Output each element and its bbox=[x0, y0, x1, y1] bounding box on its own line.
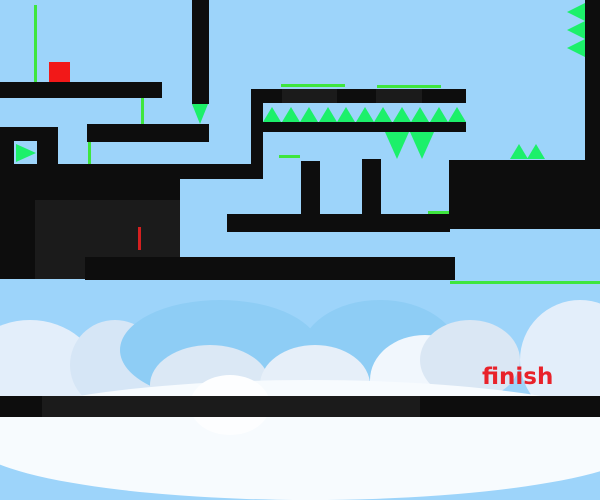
spike-up-icon bbox=[392, 107, 411, 122]
pillar bbox=[362, 159, 381, 216]
platform bbox=[87, 124, 209, 142]
spike-up-icon bbox=[263, 107, 281, 122]
platform bbox=[85, 257, 455, 280]
wall-vertical bbox=[251, 89, 263, 179]
spike-up-icon bbox=[510, 144, 528, 159]
red-laser bbox=[138, 227, 141, 250]
spike-up-icon bbox=[300, 107, 318, 122]
spike-left-icon bbox=[567, 3, 585, 21]
spike-down-icon bbox=[410, 132, 434, 159]
laser-beam bbox=[428, 211, 449, 214]
spike-up-icon bbox=[527, 144, 545, 159]
wall-vertical bbox=[585, 0, 600, 229]
spike-up-icon bbox=[448, 107, 466, 122]
laser-beam bbox=[377, 85, 441, 88]
spike-down-icon bbox=[385, 132, 409, 159]
spike-up-icon bbox=[429, 107, 448, 122]
spike-down-icon bbox=[192, 104, 208, 124]
spike-left-icon bbox=[567, 21, 585, 39]
spike-up-icon bbox=[411, 107, 429, 122]
spike-right-icon bbox=[16, 144, 36, 162]
spike-up-icon bbox=[374, 107, 392, 122]
spike-up-icon bbox=[355, 107, 374, 122]
wall-block bbox=[0, 164, 263, 179]
laser-beam bbox=[450, 281, 600, 284]
wall-block bbox=[449, 160, 600, 229]
laser-beam bbox=[279, 155, 300, 158]
floor-segment bbox=[42, 396, 420, 417]
pillar bbox=[192, 0, 209, 104]
laser-beam bbox=[281, 84, 345, 87]
spike-left-icon bbox=[567, 39, 585, 57]
pillar bbox=[301, 161, 320, 216]
platform bbox=[227, 214, 450, 232]
platform bbox=[263, 122, 466, 132]
platform-segment bbox=[282, 89, 337, 103]
spike-up-icon bbox=[281, 107, 300, 122]
player-cube[interactable] bbox=[49, 62, 70, 82]
laser-beam bbox=[141, 98, 144, 127]
laser-beam bbox=[88, 142, 91, 164]
laser-beam bbox=[34, 5, 37, 97]
spike-up-icon bbox=[337, 107, 355, 122]
finish-label: finish bbox=[482, 364, 554, 390]
platform-segment bbox=[376, 89, 422, 103]
platform bbox=[0, 82, 162, 98]
spike-up-icon bbox=[318, 107, 337, 122]
